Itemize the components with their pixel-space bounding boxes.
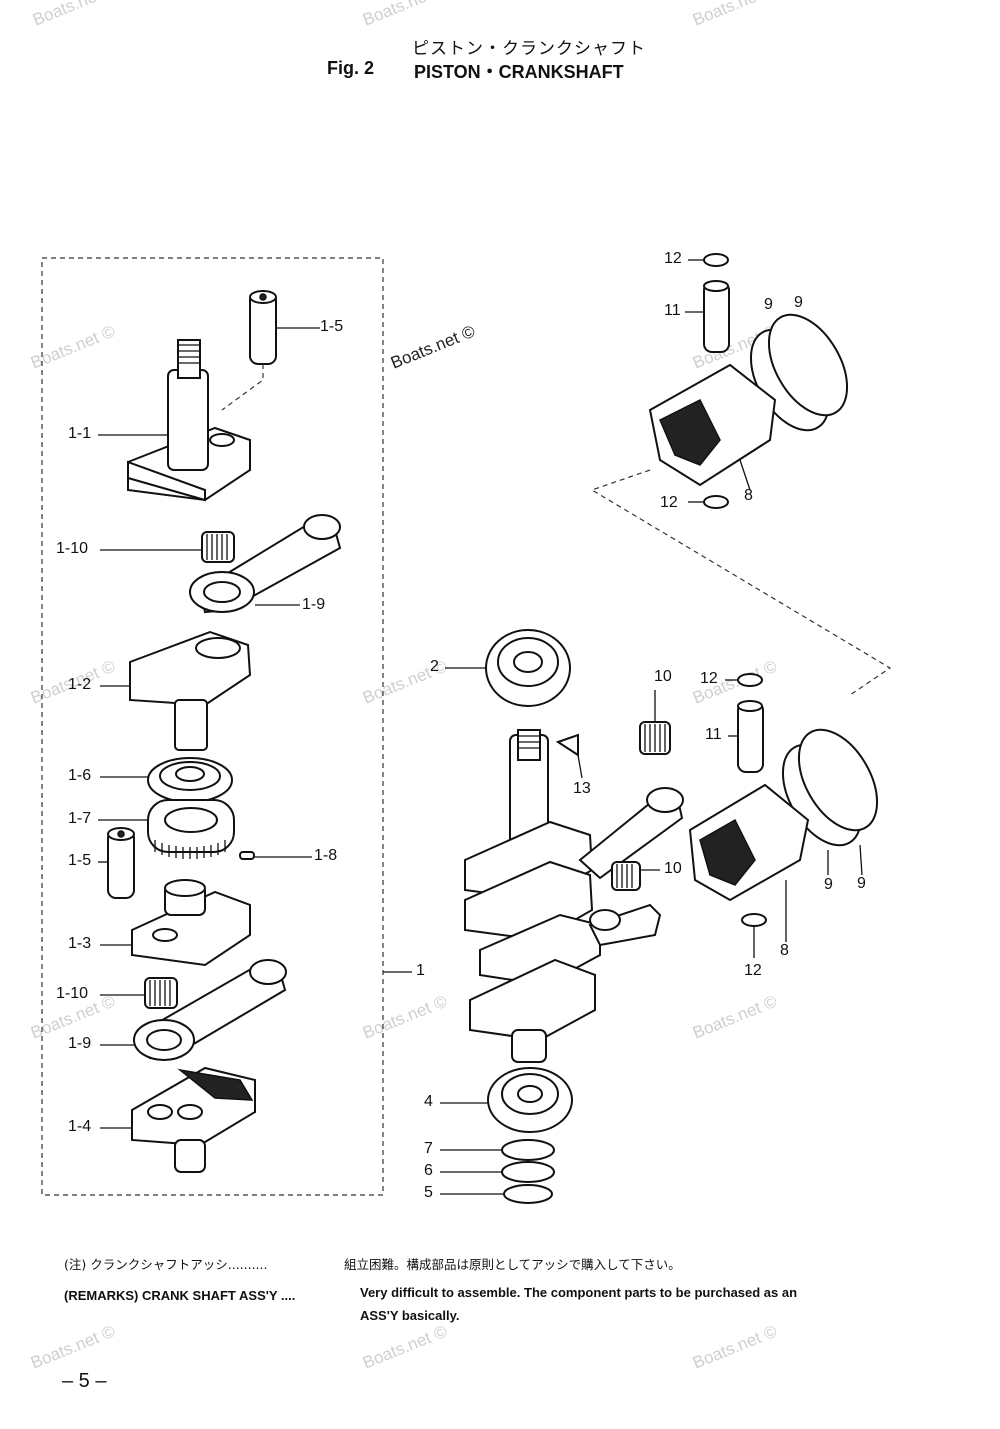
callout-label: 7	[424, 1140, 433, 1157]
crankshaft-assembly-1	[464, 729, 684, 1063]
piston-set-upper	[648, 253, 849, 509]
connecting-rod-top	[189, 514, 342, 614]
crank-pin-top	[221, 290, 277, 411]
callout-label: 10	[654, 668, 672, 685]
upper-crank-1-1	[127, 339, 251, 502]
callout-label: 1-8	[314, 847, 338, 864]
roller-bearing-10-bottom	[611, 861, 641, 891]
callout-label: 9	[764, 296, 773, 313]
callout-label: 11	[664, 302, 681, 319]
callout-label: 13	[573, 780, 591, 797]
crank-web-1-2	[129, 630, 252, 751]
callout-label: 5	[424, 1184, 433, 1201]
page-number: – 5 –	[62, 1370, 107, 1392]
callout-label: 1-5	[68, 852, 92, 869]
callout-label: 9	[857, 875, 866, 892]
roller-bearing-top	[201, 531, 235, 563]
callout-label: 11	[705, 726, 722, 743]
gear-1-7	[147, 799, 255, 860]
callout-label: 4	[424, 1093, 433, 1110]
callout-label: 12	[744, 962, 762, 979]
woodruff-key-13	[555, 733, 579, 757]
remarks-prefix: (REMARKS) CRANK SHAFT ASS'Y ....	[64, 1288, 296, 1303]
callout-label: 1-5	[320, 318, 344, 335]
callout-label: 1	[416, 962, 425, 979]
ball-bearing-2	[485, 629, 571, 707]
remarks-text-line2: ASS'Y basically.	[360, 1308, 460, 1323]
callout-label: 8	[744, 487, 753, 504]
shim-washers-5-6-7	[501, 1139, 555, 1204]
figure-number: Fig. 2	[327, 58, 375, 78]
connecting-rod-bottom	[133, 959, 287, 1061]
note-japanese-text: 組立困難。構成部品は原則としてアッシで購入して下さい。	[344, 1257, 681, 1272]
figure-title: PISTON・CRANKSHAFT	[414, 62, 624, 82]
remarks-text-line1: Very difficult to assemble. The componen…	[360, 1285, 798, 1300]
callout-label: 1-1	[68, 425, 92, 442]
callout-label: 1-9	[68, 1035, 92, 1052]
callout-label: 1-7	[68, 810, 92, 827]
roller-bearing-bottom	[144, 977, 178, 1009]
title-japanese: ピストン・クランクシャフト	[412, 39, 646, 59]
note-japanese-prefix: (注) クランクシャフトアッシ..........	[64, 1257, 268, 1272]
leader-lines	[98, 259, 863, 1195]
callout-label: 1-2	[68, 676, 92, 693]
crank-web-1-3	[131, 879, 251, 967]
callout-label: 1-3	[68, 935, 92, 952]
callout-label: 9	[794, 294, 803, 311]
callout-label: 1-4	[68, 1118, 92, 1135]
callout-label: 12	[660, 494, 678, 511]
callout-label: 1-10	[56, 985, 89, 1002]
callout-label: 9	[824, 876, 833, 893]
callout-label: 6	[424, 1162, 433, 1179]
roller-bearing-10-top	[639, 721, 671, 755]
callout-label: 1-9	[302, 596, 326, 613]
lower-crank-1-4	[131, 1066, 256, 1173]
assembly-outline	[41, 257, 384, 1196]
piston-set-lower	[688, 673, 879, 927]
callout-label: 12	[664, 250, 682, 267]
ball-bearing-4	[487, 1067, 573, 1133]
callout-label: 2	[430, 658, 439, 675]
piston-connection-leader	[590, 469, 892, 696]
ball-bearing-1-6	[147, 757, 233, 803]
callout-label: 8	[780, 942, 789, 959]
crank-pin-bottom	[107, 827, 135, 899]
callout-label: 1-10	[56, 540, 89, 557]
callout-label: 1-6	[68, 767, 92, 784]
callout-label: 10	[664, 860, 682, 877]
callout-label: 12	[700, 670, 718, 687]
